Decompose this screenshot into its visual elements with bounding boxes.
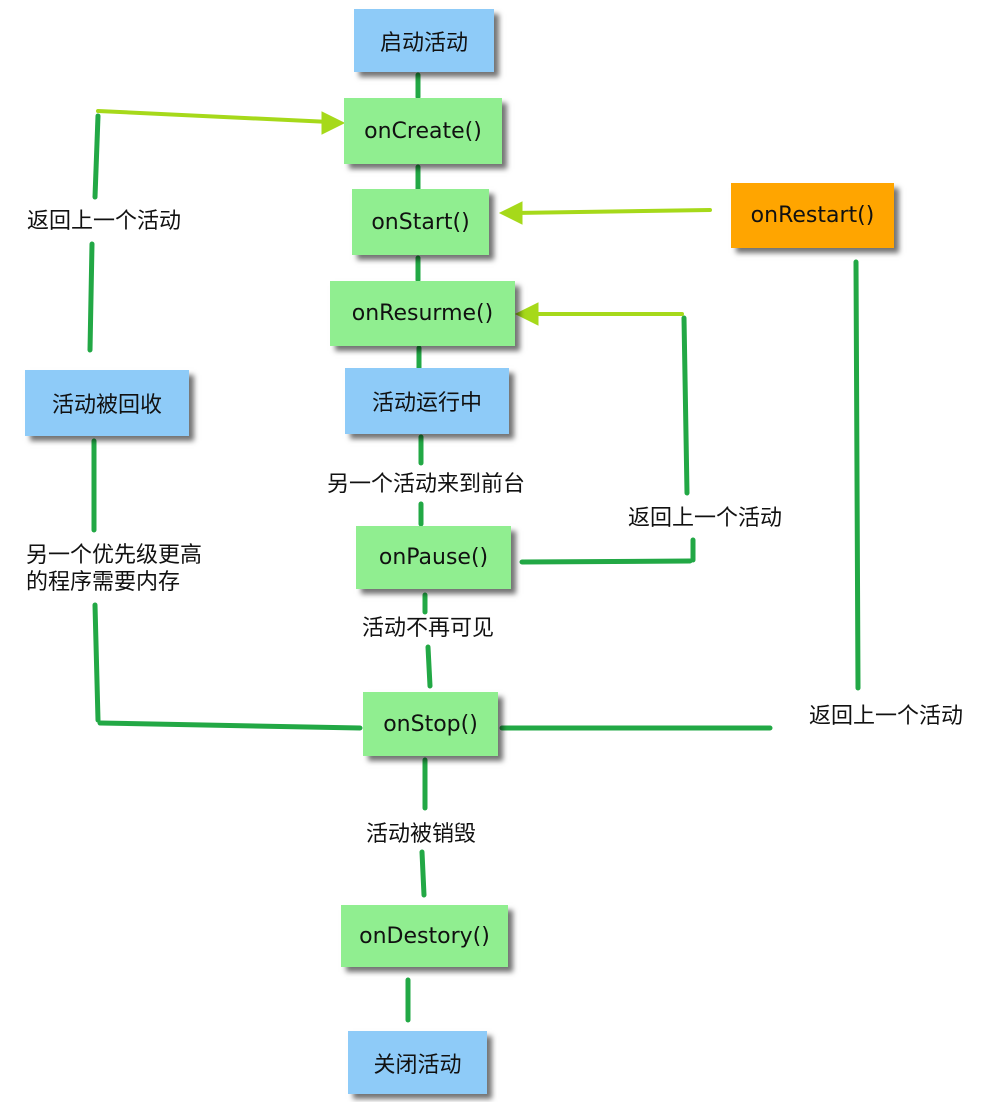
connector-left-top: [92, 113, 101, 200]
connector-restart-down: [853, 259, 861, 691]
on-create-label: onCreate(): [364, 118, 482, 144]
activity-killed-label: 活动被回收: [51, 393, 162, 418]
activity-killed-node: 活动被回收: [25, 370, 189, 436]
arrow-head-create: [321, 111, 346, 135]
higher-priority-label: 另一个优先级更高 的程序需要内存: [26, 543, 203, 595]
connector-pause-right: [519, 558, 693, 565]
on-stop-node: onStop(): [363, 692, 498, 756]
shutdown-activity-label: 关闭活动: [373, 1052, 462, 1078]
on-create-node: onCreate(): [344, 98, 502, 164]
launch-activity-label: 启动活动: [379, 30, 468, 56]
arrow-head-start: [498, 201, 523, 225]
back-right-pause-label: 返回上一个活动: [628, 506, 783, 531]
back-left-label: 返回上一个活动: [27, 209, 182, 234]
activity-running-node: 活动运行中: [345, 368, 509, 434]
connector-pause-up: [681, 315, 690, 496]
not-visible-label: 活动不再可见: [362, 616, 495, 641]
another-foreground-label: 另一个活动来到前台: [327, 472, 526, 497]
on-resume-label: onResurme(): [351, 301, 494, 326]
on-start-node: onStart(): [352, 189, 489, 255]
on-destroy-node: onDestory(): [341, 905, 508, 967]
activity-running-label: 活动运行中: [371, 391, 482, 416]
launch-activity-node: 启动活动: [354, 9, 494, 72]
on-stop-label: onStop(): [383, 711, 478, 737]
on-restart-node: onRestart(): [731, 183, 894, 248]
arrow-back-to-create: [96, 109, 332, 124]
on-resume-node: onResurme(): [330, 281, 515, 346]
shutdown-activity-node: 关闭活动: [348, 1031, 487, 1094]
connector-left-bottom: [92, 602, 101, 723]
on-destroy-label: onDestory(): [359, 923, 490, 949]
on-start-label: onStart(): [371, 209, 470, 235]
connector-label-stop: [425, 644, 433, 689]
back-right-stop-label: 返回上一个活动: [809, 704, 964, 729]
arrow-head-resume: [514, 302, 539, 326]
connector-label-destroy: [419, 849, 427, 898]
connector-left-mid: [87, 241, 95, 353]
on-restart-label: onRestart(): [750, 203, 875, 228]
on-pause-node: onPause(): [356, 526, 511, 589]
arrow-restart-to-start: [512, 208, 712, 215]
destroyed-label: 活动被销毁: [366, 822, 477, 847]
connector-left-horizontal: [97, 720, 363, 731]
on-pause-label: onPause(): [378, 545, 489, 570]
